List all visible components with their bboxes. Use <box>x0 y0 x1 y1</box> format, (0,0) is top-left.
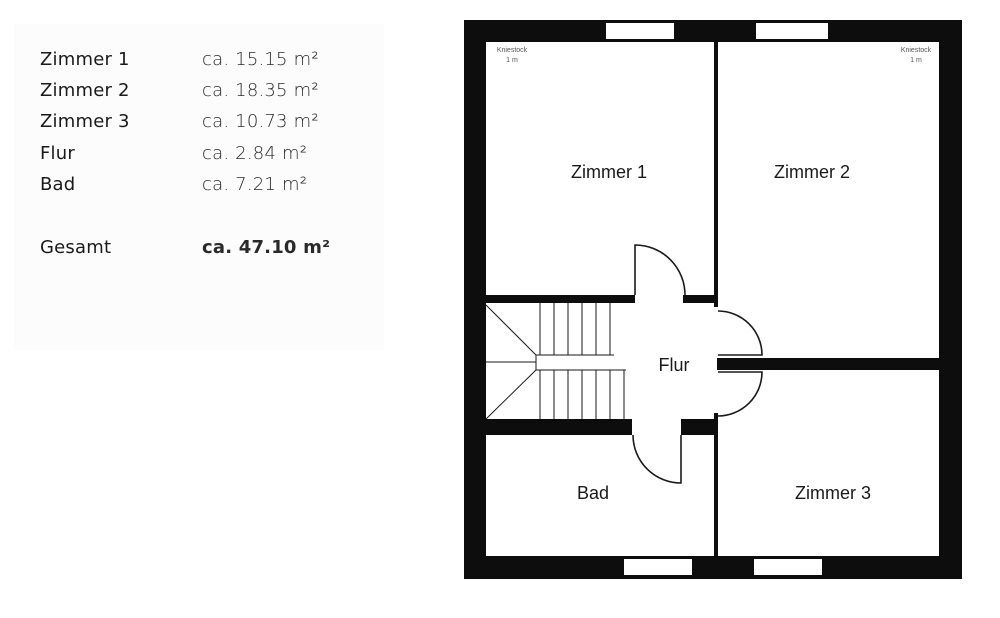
room-label-zimmer-2: Zimmer 2 <box>774 162 850 182</box>
room-label-zimmer-3: Zimmer 3 <box>795 483 871 503</box>
door-bad <box>632 434 682 484</box>
legend-room-area: ca. 18.35 m² <box>202 80 319 101</box>
wall-zimmer1-stairs-left <box>486 295 635 303</box>
window-top-right <box>756 23 828 39</box>
room-label-zimmer-1: Zimmer 1 <box>571 162 647 182</box>
room-label-flur: Flur <box>659 355 690 375</box>
room-label-bad: Bad <box>577 483 609 503</box>
legend-room-name: Zimmer 3 <box>40 111 130 132</box>
door-zimmer1 <box>634 244 686 296</box>
legend-room-area: ca. 2.84 m² <box>202 143 308 164</box>
legend-room-area: ca. 10.73 m² <box>202 111 319 132</box>
window-bottom-right <box>754 559 822 575</box>
door-zimmer3 <box>717 371 763 417</box>
kniestock-left-value: 1 m <box>506 57 518 64</box>
wall-bad-zimmer3 <box>714 413 718 556</box>
legend-room-name: Zimmer 1 <box>40 49 130 70</box>
wall-zimmer1-stairs-right <box>683 295 718 303</box>
legend-total-area: ca. 47.10 m² <box>202 237 331 258</box>
door-zimmer2 <box>717 310 763 356</box>
staircase <box>485 303 626 420</box>
legend-room-name: Bad <box>40 174 76 195</box>
wall-zimmer2-zimmer3 <box>717 358 939 370</box>
legend-room-name: Flur <box>40 143 75 164</box>
door-swings <box>632 244 763 484</box>
area-legend-panel: Zimmer 1 ca. 15.15 m² Zimmer 2 ca. 18.35… <box>14 24 384 350</box>
legend-room-name: Zimmer 2 <box>40 80 130 101</box>
kniestock-right-value: 1 m <box>910 57 922 64</box>
wall-zimmer1-zimmer2 <box>714 42 718 302</box>
window-bottom-left <box>624 559 692 575</box>
wall-stairs-bad-left <box>486 419 632 435</box>
legend-room-area: ca. 7.21 m² <box>202 174 308 195</box>
legend-room-area: ca. 15.15 m² <box>202 49 319 70</box>
wall-flur-upper-stub <box>714 295 718 307</box>
window-top-left <box>606 23 674 39</box>
kniestock-right-label: Kniestock <box>901 47 932 54</box>
kniestock-left-label: Kniestock <box>497 47 528 54</box>
wall-stairs-bad-right <box>681 419 717 435</box>
legend-total-name: Gesamt <box>40 237 112 258</box>
